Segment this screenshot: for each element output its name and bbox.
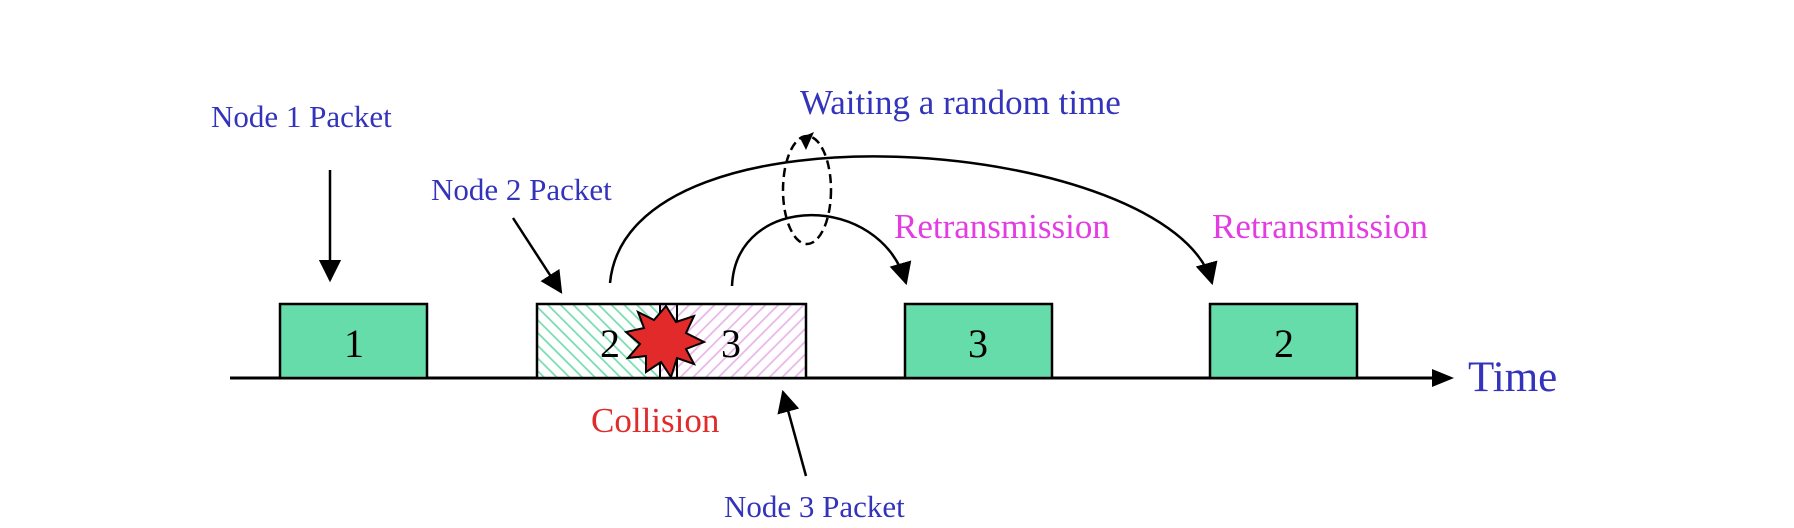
collided-packets-block: 2 3: [535, 302, 808, 380]
waiting-loop-arrowhead: [800, 132, 814, 150]
node3-arrow: [777, 389, 808, 477]
collision-burst-icon: [623, 304, 707, 380]
packet-3-retx-label: 3: [968, 321, 988, 366]
node1-packet-label: Node 1 Packet: [211, 99, 392, 134]
time-label: Time: [1468, 354, 1557, 401]
packet-3-collided-label: 3: [721, 321, 741, 366]
retransmission-label-2: Retransmission: [1212, 207, 1428, 246]
node2-retransmission-arc: [608, 155, 1218, 286]
waiting-random-time-loop: [781, 134, 833, 246]
node3-retransmission-arc: [730, 214, 912, 287]
node2-arrow: [511, 217, 563, 294]
node3-packet-label: Node 3 Packet: [724, 489, 905, 524]
node1-packet-block: 1: [278, 302, 429, 380]
packet-2-collided-label: 2: [600, 321, 620, 366]
retransmission-label-1: Retransmission: [894, 207, 1110, 246]
packet-1-label: 1: [344, 321, 364, 366]
node3-retransmission-block: 3: [903, 302, 1054, 380]
time-axis-arrowhead: [1432, 369, 1454, 387]
waiting-label: Waiting a random time: [800, 83, 1121, 122]
collision-label: Collision: [591, 401, 719, 440]
node2-packet-label: Node 2 Packet: [431, 172, 612, 207]
packet-2-retx-label: 2: [1274, 321, 1294, 366]
node2-retransmission-block: 2: [1208, 302, 1359, 380]
